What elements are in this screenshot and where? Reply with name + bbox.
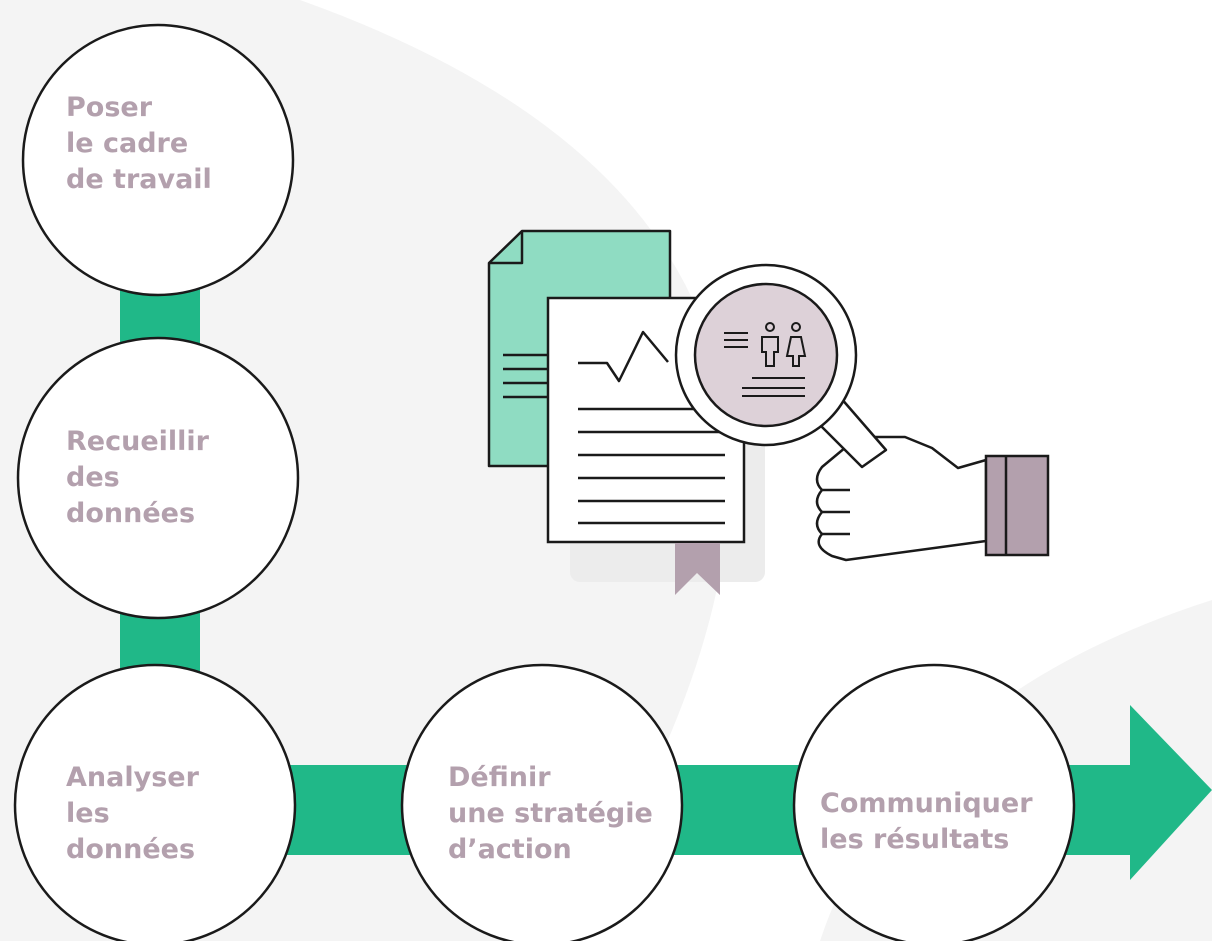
- step-label: Définir une stratégie d’action: [448, 762, 662, 865]
- illustration: [487, 229, 1050, 595]
- chart-icon: [578, 330, 669, 383]
- arrow-head: [1130, 705, 1212, 880]
- step-label: Communiquer les résultats: [820, 788, 1042, 855]
- step-node: Recueillir des données: [16, 336, 300, 620]
- bookmark-icon: [675, 543, 720, 595]
- step-label: Analyser les données: [66, 762, 208, 865]
- hand-icon: [815, 435, 1050, 562]
- people-icon: [761, 322, 807, 367]
- step-node: Analyser les données: [13, 663, 297, 941]
- sleeve-cuff: [984, 454, 1050, 557]
- magnifier-icon: [674, 263, 888, 469]
- step-node: Poser le cadre de travail: [21, 23, 295, 297]
- step-label: Recueillir des données: [66, 426, 218, 529]
- step-node: Définir une stratégie d’action: [400, 663, 684, 941]
- step-label: Poser le cadre de travail: [66, 92, 212, 195]
- step-node: Communiquer les résultats: [792, 663, 1076, 941]
